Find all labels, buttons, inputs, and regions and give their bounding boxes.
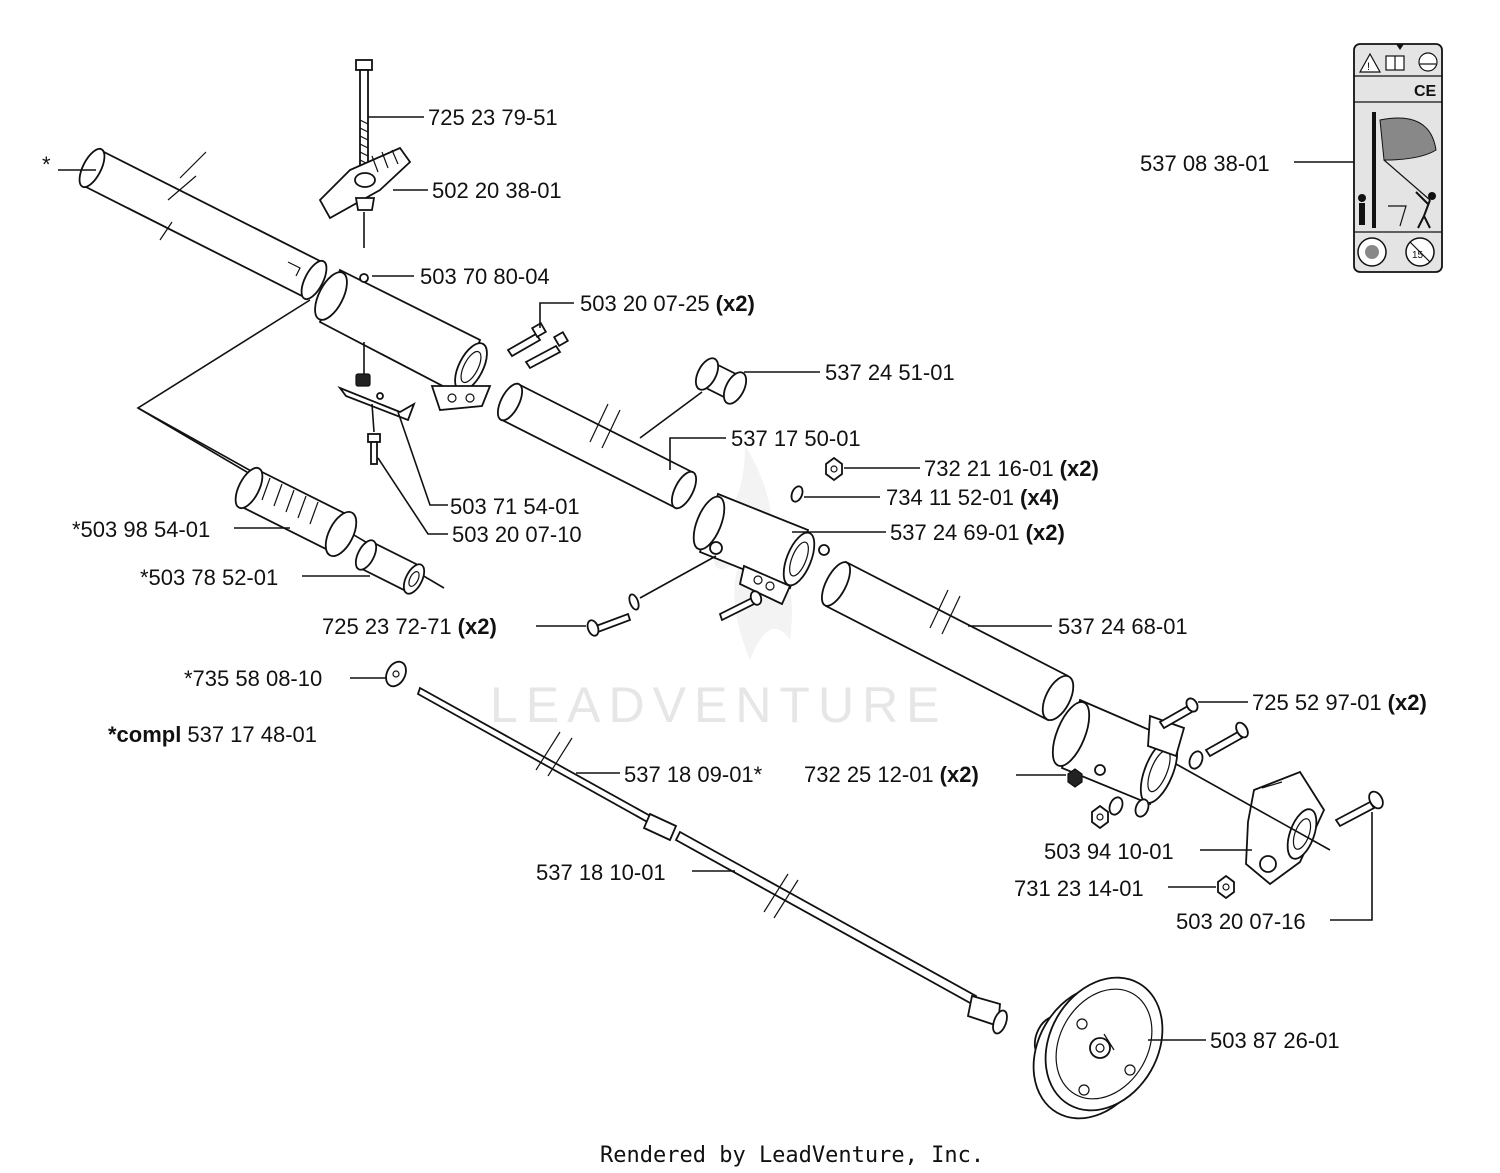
label-537-08-38-01: 537 08 38-01 <box>1140 151 1270 176</box>
tube-coupling <box>692 492 830 606</box>
bracket-screw-long <box>1334 790 1384 828</box>
shaft-coupler <box>642 812 678 842</box>
head-nut-lower <box>1091 804 1109 830</box>
head-screws <box>1158 697 1249 758</box>
leader-503-20-07-10 <box>377 457 448 535</box>
leader-503-20-07-25 <box>539 302 574 328</box>
label-725-23-79-51: 725 23 79-51 <box>428 105 558 130</box>
compl-prefix: *compl <box>108 722 181 747</box>
coupling-washer <box>790 485 804 503</box>
head-assembly-axis <box>1175 763 1331 851</box>
drive-shaft-lower <box>674 830 978 1006</box>
sleeve-axis <box>639 391 703 439</box>
handle-clamp <box>314 268 492 411</box>
qty-x2: (x2) <box>716 291 755 316</box>
sleeve <box>694 357 748 405</box>
head-nut-small <box>1067 768 1083 788</box>
label-503-71-54-01: 503 71 54-01 <box>450 494 580 519</box>
leader-537-17-50-01 <box>669 437 726 470</box>
label-502-20-38-01: 502 20 38-01 <box>432 178 562 203</box>
ce-mark: CE <box>1414 83 1437 100</box>
head-bracket <box>1245 770 1326 886</box>
label-537-18-10-01: 537 18 10-01 <box>536 860 666 885</box>
svg-text:15: 15 <box>1412 250 1424 261</box>
upper-shaft-tube <box>78 147 328 301</box>
footer-credit: Rendered by LeadVenture, Inc. <box>600 1143 984 1168</box>
person-icon <box>1358 194 1366 225</box>
qty-x2: (x2) <box>1388 690 1427 715</box>
svg-text:!: ! <box>1367 61 1370 73</box>
label-725-23-72-71: 725 23 72-71(x2) <box>322 614 497 639</box>
middle-tube <box>496 382 698 510</box>
ear-protection-icon <box>1357 237 1387 267</box>
label-503-70-80-04: 503 70 80-04 <box>420 264 550 289</box>
clutch-drum <box>966 976 1164 1120</box>
part-number: 732 21 16-01 <box>924 456 1054 481</box>
bracket-screw <box>367 403 381 465</box>
worker-pruning-icon <box>1388 191 1436 229</box>
lower-tube <box>821 560 1075 722</box>
label-725-52-97-01: 725 52 97-01(x2) <box>1252 690 1427 715</box>
qty-x2: (x2) <box>940 762 979 787</box>
needle-bearing <box>234 466 358 557</box>
part-number: 503 20 07-25 <box>580 291 710 316</box>
bracket-nut <box>1217 874 1235 900</box>
label-537-24-69-01: 537 24 69-01(x2) <box>890 520 1065 545</box>
clamp-bracket <box>337 342 416 422</box>
warning-decal: ! CE <box>1353 43 1443 273</box>
power-line-hazard-icon <box>1372 112 1437 228</box>
qty-x2: (x2) <box>458 614 497 639</box>
compl-number: 537 17 48-01 <box>187 722 317 747</box>
helmet-icon <box>1418 52 1438 72</box>
part-number: 725 23 72-71 <box>322 614 452 639</box>
coupling-nut <box>825 456 843 482</box>
label-503-78-52-01: *503 78 52-01 <box>140 565 278 590</box>
watermark: LEADVENTURE <box>490 677 948 733</box>
head-washers <box>1108 750 1204 818</box>
label-735-58-08-10: *735 58 08-10 <box>184 666 322 691</box>
part-number: 725 52 97-01 <box>1252 690 1382 715</box>
shaft-washer <box>385 660 407 688</box>
bushing <box>354 539 426 595</box>
part-number: 537 24 69-01 <box>890 520 1020 545</box>
label-503-20-07-25: 503 20 07-25(x2) <box>580 291 755 316</box>
label-732-25-12-01: 732 25 12-01(x2) <box>804 762 979 787</box>
label-734-11-52-01: 734 11 52-01(x4) <box>886 485 1059 510</box>
qty-x2: (x2) <box>1026 520 1065 545</box>
part-number: 734 11 52-01 <box>886 485 1014 510</box>
leader-503-20-07-16 <box>1330 812 1373 921</box>
label-503-87-26-01: 503 87 26-01 <box>1210 1028 1340 1053</box>
label-503-20-07-16: 503 20 07-16 <box>1176 909 1306 934</box>
assembly-line-left <box>136 299 311 477</box>
label-731-23-14-01: 731 23 14-01 <box>1014 876 1144 901</box>
label-503-94-10-01: 503 94 10-01 <box>1044 839 1174 864</box>
label-asterisk: * <box>42 152 51 177</box>
label-503-98-54-01: *503 98 54-01 <box>72 517 210 542</box>
qty-x2: (x2) <box>1060 456 1099 481</box>
manual-book-icon <box>1385 55 1405 71</box>
label-537-24-68-01: 537 24 68-01 <box>1058 614 1188 639</box>
coupling-screw <box>586 590 763 637</box>
warning-triangle-icon: ! <box>1358 52 1382 73</box>
label-537-17-50-01: 537 17 50-01 <box>731 426 861 451</box>
qty-x4: (x4) <box>1020 485 1059 510</box>
label-537-18-09-01: 537 18 09-01* <box>624 762 763 787</box>
head-housing <box>1051 698 1186 806</box>
no-bystanders-icon: 15 <box>1405 237 1435 267</box>
part-number: 732 25 12-01 <box>804 762 934 787</box>
clamp-screws <box>506 321 570 370</box>
coupling-screw-axis <box>639 555 717 599</box>
leader-503-71-54-01 <box>397 411 448 506</box>
label-537-24-51-01: 537 24 51-01 <box>825 360 955 385</box>
wing-knob <box>318 146 412 220</box>
label-732-21-16-01: 732 21 16-01(x2) <box>924 456 1099 481</box>
label-503-20-07-10: 503 20 07-10 <box>452 522 582 547</box>
